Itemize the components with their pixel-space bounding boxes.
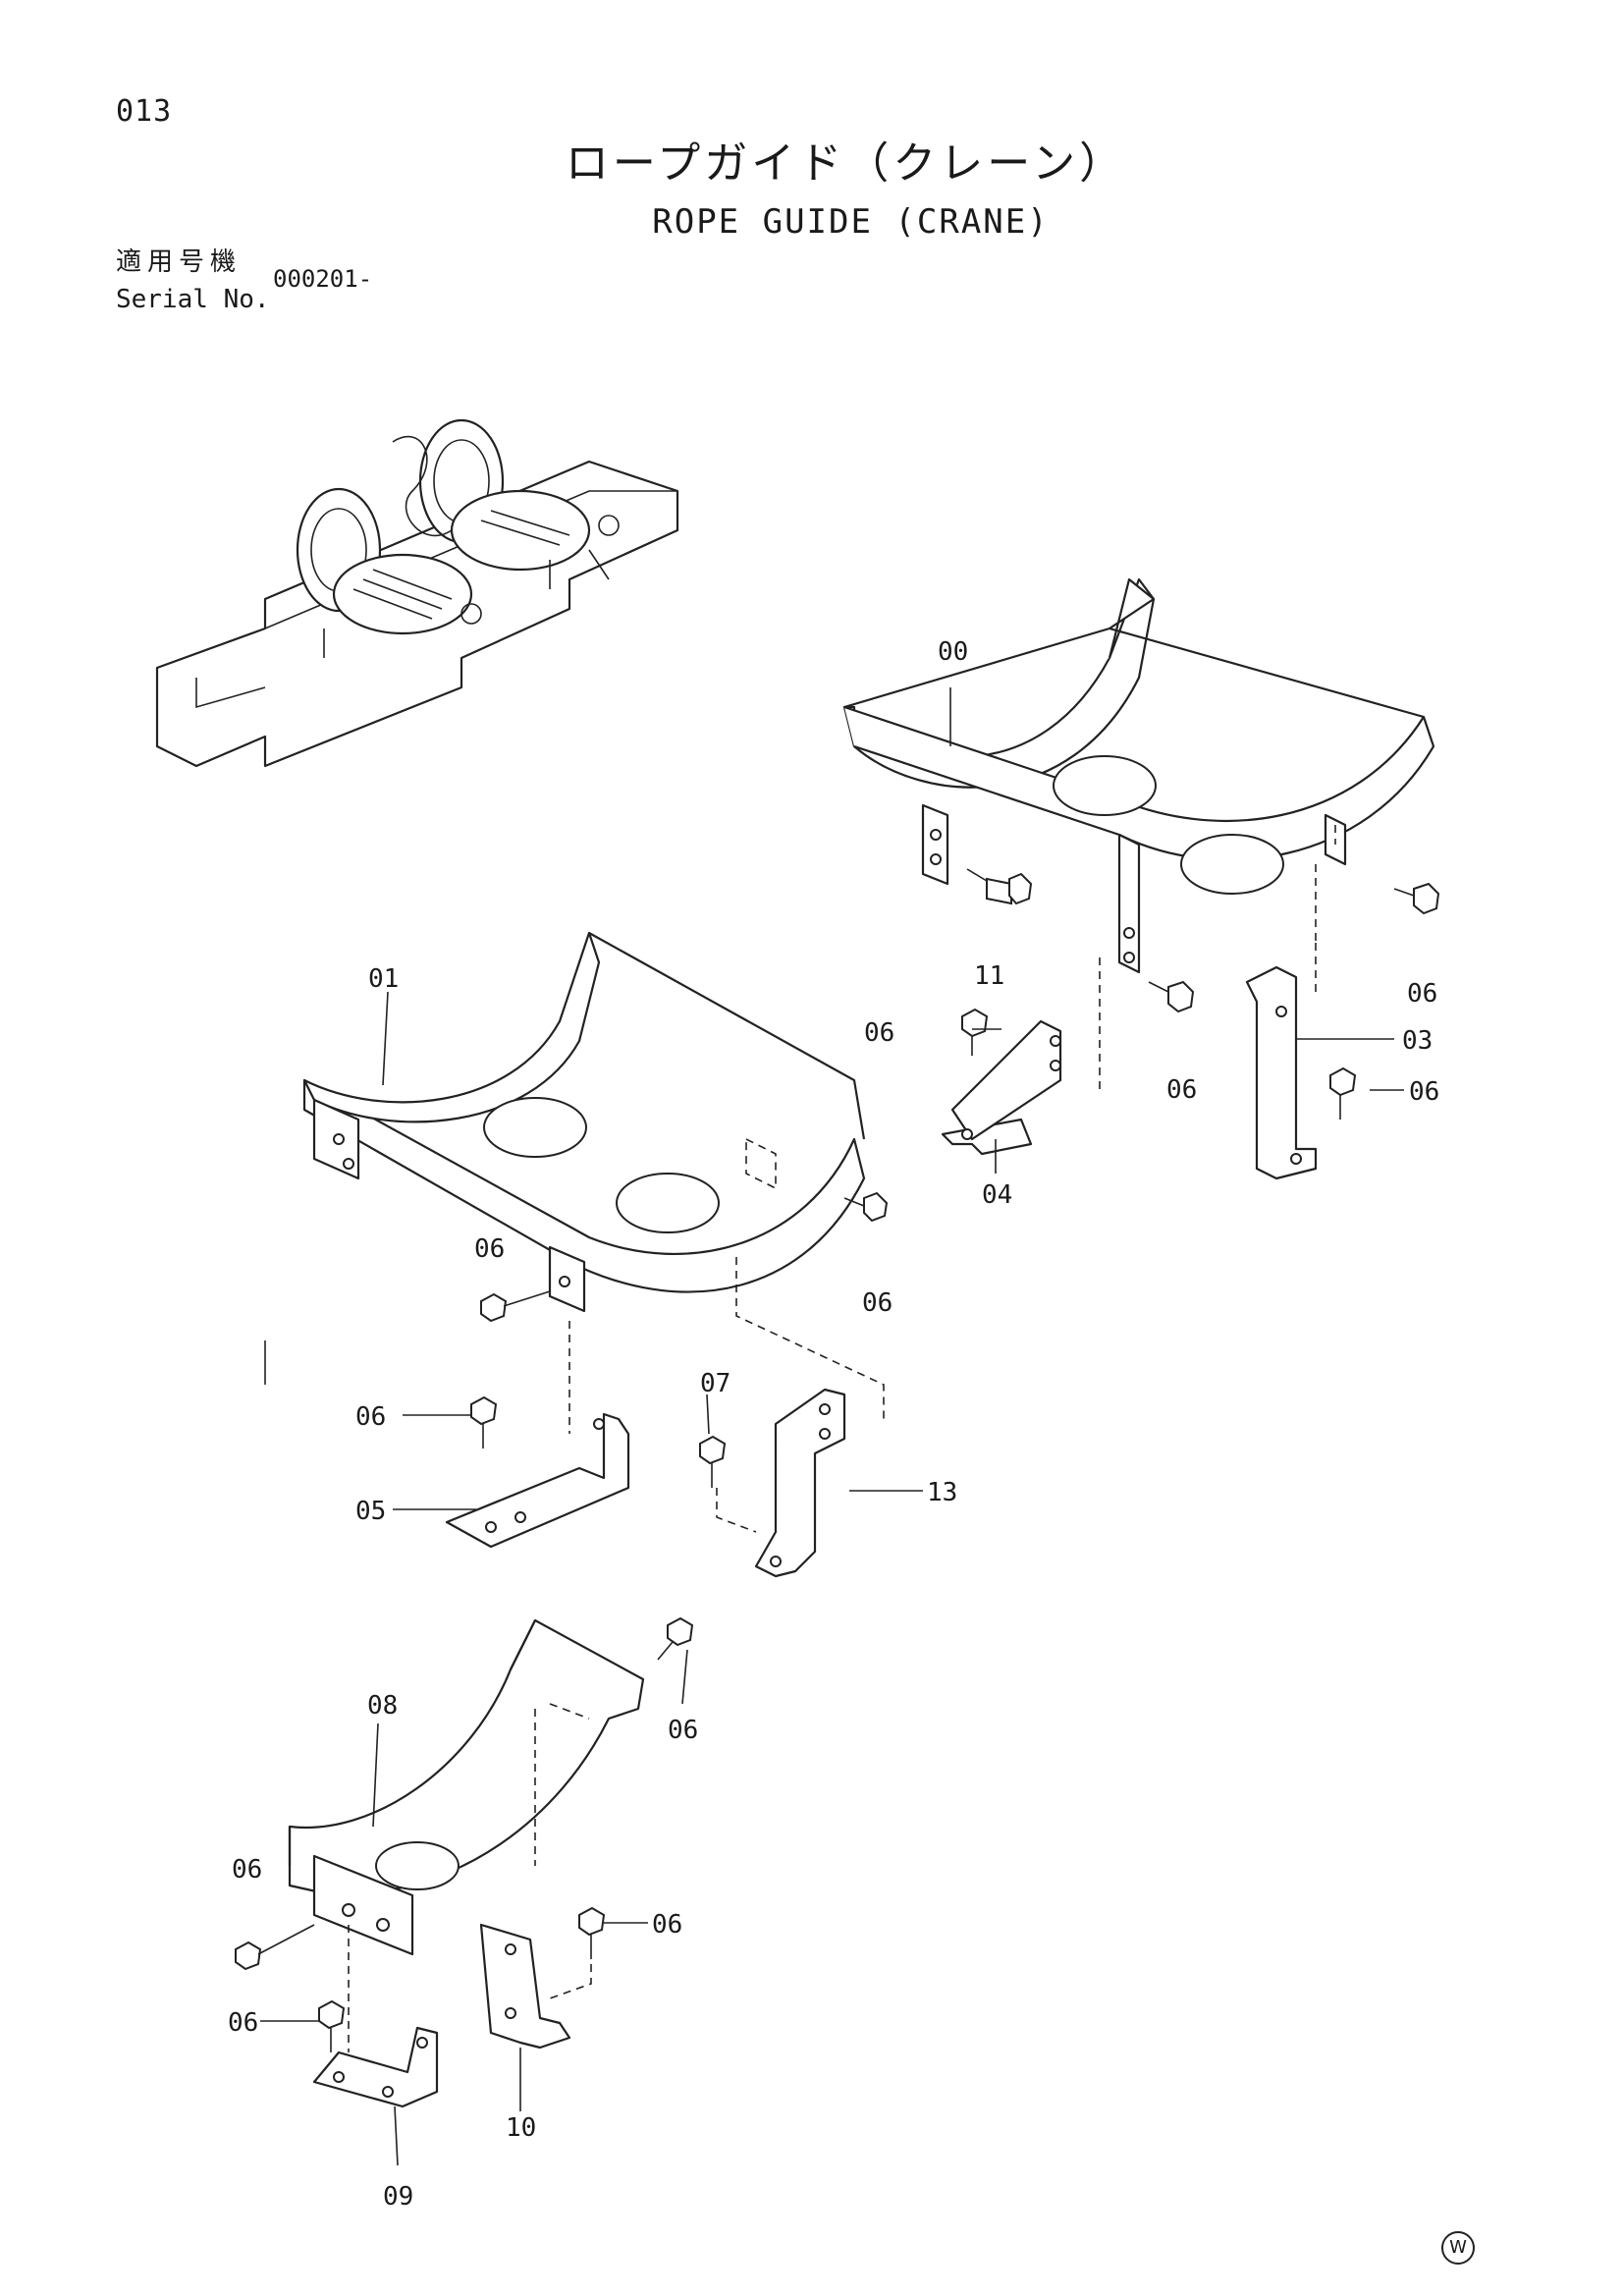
assembly-lines [348,943,1317,2052]
part-05-bracket [445,1412,630,1549]
callout-08: 08 [367,1691,398,1721]
part-10-bracket [479,1923,571,2050]
callout-03: 03 [1402,1026,1433,1056]
bolt-07 [699,1435,727,1488]
page-number: 013 [116,94,173,129]
title-english: ROPE GUIDE (CRANE) [652,202,1050,242]
callout-06-e: 06 [862,1288,893,1318]
leader-lines [260,687,1404,2166]
title-japanese: ロープガイド（クレーン） [565,138,1127,189]
callout-04: 04 [982,1180,1012,1210]
bolt-11 [966,868,1033,905]
bolt-06-e [843,1191,889,1223]
callout-06-a: 06 [1407,979,1437,1009]
callout-00: 00 [938,637,968,667]
callout-06-h: 06 [668,1716,698,1745]
callout-labels: 00 01 03 04 05 06 06 06 06 06 06 06 07 1… [228,637,1439,2212]
callout-06-b: 06 [1166,1075,1197,1105]
part-03-bracket [1245,965,1318,1180]
callout-01: 01 [368,964,399,994]
callout-11: 11 [974,961,1004,991]
bolt-06-c [961,1008,989,1056]
callout-06-k: 06 [228,2008,258,2038]
callout-06-c: 06 [864,1018,894,1048]
callout-06-d: 06 [1409,1077,1439,1107]
callout-06-f: 06 [474,1234,505,1264]
callout-06-g: 06 [355,1402,386,1432]
part-04-bracket [941,1019,1062,1156]
bolt-06-h [657,1616,694,1661]
overview-illustration [155,418,679,768]
callout-09: 09 [383,2182,413,2212]
bolt-06-k [318,1999,346,2052]
part-09-bracket [312,2026,439,2108]
callout-05: 05 [355,1497,386,1526]
callout-07: 07 [700,1369,730,1398]
part-00-rope-guide [842,577,1435,974]
bolts [235,868,1440,2052]
bolt-06-b [1148,980,1195,1013]
bolt-06-j [578,1906,606,1959]
serial-label-english: Serial No. [116,285,270,314]
title-block: ロープガイド（クレーン） ROPE GUIDE (CRANE) [0,128,1623,242]
callout-10: 10 [506,2113,536,2143]
serial-number-value: 000201- [273,265,373,293]
bolt-06-a [1393,882,1440,915]
bolt-06-f [480,1290,551,1323]
bolt-06-g [470,1395,498,1449]
serial-label: 適用号機 Serial No. [116,244,270,318]
callout-06-j: 06 [652,1910,682,1940]
corner-w-mark: W [1441,2231,1475,2265]
bolt-06-i [235,1924,315,1971]
serial-label-japanese: 適用号機 [116,247,243,277]
part-13-bracket [754,1388,846,1578]
part-08-rope-guide [288,1618,645,1956]
part-01-rope-guide [302,931,866,1313]
callout-13: 13 [927,1478,957,1507]
bolt-06-d [1329,1066,1357,1120]
callout-06-i: 06 [232,1855,262,1885]
